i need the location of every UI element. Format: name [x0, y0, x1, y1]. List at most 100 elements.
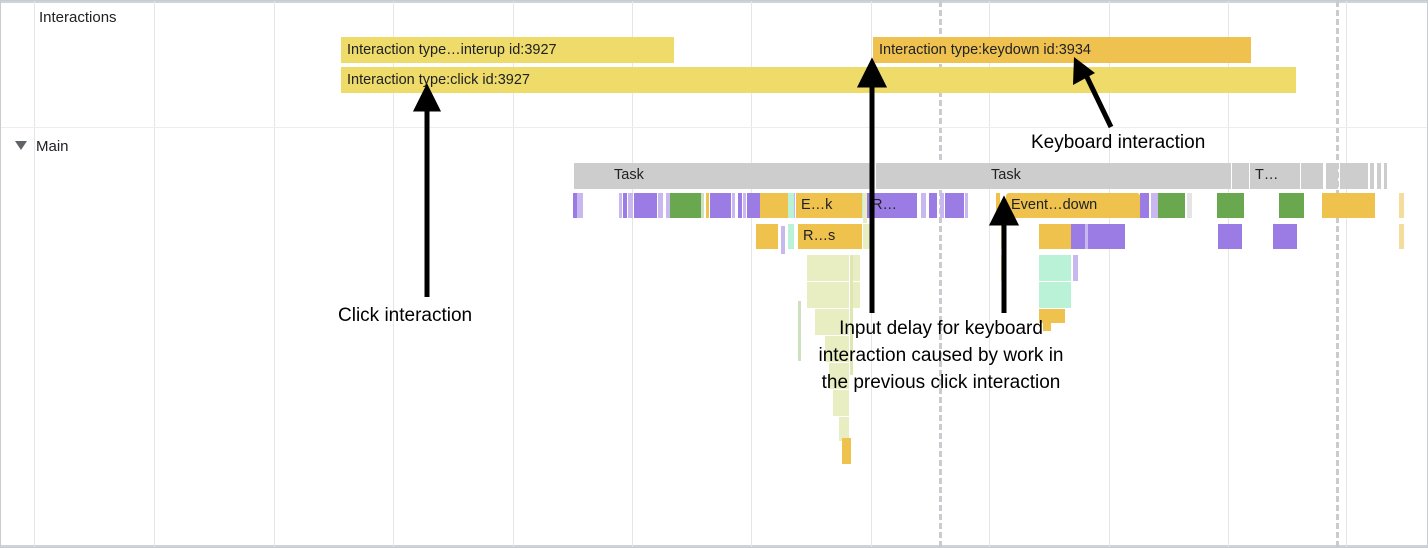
flame-box[interactable] [1377, 163, 1381, 189]
flame-event-k[interactable]: E…k [796, 193, 858, 218]
flame-box[interactable] [807, 255, 849, 281]
flame-box[interactable] [1039, 282, 1071, 308]
flame-box[interactable] [788, 193, 794, 218]
flame-box[interactable] [1340, 163, 1368, 189]
flame-box[interactable] [1279, 193, 1304, 218]
interaction-bar-click[interactable]: Interaction type:click id:3927 [341, 67, 1296, 93]
flame-box[interactable] [1001, 255, 1005, 281]
flame-box[interactable] [825, 336, 849, 362]
flame-box[interactable] [876, 163, 938, 189]
flame-box[interactable] [1370, 163, 1374, 189]
flame-box[interactable] [577, 193, 583, 218]
track-label-main[interactable]: Main [36, 138, 69, 155]
flame-box[interactable] [842, 438, 851, 464]
flame-box[interactable] [1151, 193, 1158, 218]
interaction-bar-keydown[interactable]: Interaction type:keydown id:3934 [873, 37, 1251, 63]
playhead-marker[interactable] [939, 1, 942, 547]
flame-box[interactable] [1001, 224, 1006, 249]
flame-event-down[interactable]: Event…down [1006, 193, 1140, 218]
gridline-vertical [34, 1, 35, 547]
flame-box[interactable] [1326, 163, 1338, 189]
flame-box[interactable] [850, 255, 853, 375]
panel-bottom-border [1, 545, 1427, 547]
flame-box[interactable] [781, 226, 785, 254]
flame-box[interactable] [1217, 193, 1244, 218]
flame-box[interactable] [965, 193, 968, 218]
flame-box[interactable] [1406, 163, 1411, 189]
flame-box[interactable] [1043, 323, 1051, 331]
flame-box[interactable] [1140, 193, 1149, 218]
flame-box[interactable] [701, 193, 704, 218]
track-label-interactions[interactable]: Interactions [39, 9, 117, 26]
flame-box[interactable] [666, 193, 670, 218]
flame-box[interactable] [628, 193, 633, 218]
arrow-click-interaction [412, 83, 442, 297]
flame-box[interactable] [815, 309, 849, 335]
flame-box[interactable] [1103, 224, 1125, 249]
flame-run-s[interactable]: R…s [798, 224, 856, 249]
flame-box[interactable] [833, 390, 849, 416]
flame-box[interactable] [1232, 163, 1249, 189]
flame-box[interactable] [921, 193, 926, 218]
interaction-bar-pointerinterup[interactable]: Interaction type…interup id:3927 [341, 37, 674, 63]
flame-box[interactable] [788, 224, 794, 249]
flame-box[interactable] [1322, 193, 1345, 218]
flame-box[interactable] [623, 193, 627, 218]
flame-box[interactable] [1158, 193, 1185, 218]
flame-box[interactable] [940, 193, 944, 218]
track-divider [1, 127, 1427, 128]
playhead-marker[interactable] [1336, 1, 1339, 547]
flame-box[interactable] [1039, 224, 1071, 249]
flame-box[interactable] [619, 193, 622, 218]
flame-box[interactable] [573, 193, 577, 218]
flame-box[interactable] [1301, 163, 1323, 189]
flame-box[interactable] [1039, 255, 1071, 281]
flame-box[interactable] [938, 163, 986, 189]
flame-box[interactable] [853, 255, 860, 281]
flame-task-3[interactable]: T… [1250, 163, 1300, 189]
flame-box[interactable] [1218, 224, 1242, 249]
flame-box[interactable] [911, 193, 917, 218]
flame-box[interactable] [756, 224, 778, 249]
flame-box[interactable] [732, 193, 735, 218]
flame-box[interactable] [856, 224, 862, 249]
flame-box[interactable] [1039, 309, 1065, 323]
flame-box[interactable] [1413, 163, 1417, 189]
flame-box[interactable] [738, 193, 742, 218]
flame-box[interactable] [1384, 163, 1387, 189]
flame-box[interactable] [839, 417, 849, 441]
flame-box[interactable] [807, 282, 849, 308]
flame-box[interactable] [1073, 255, 1078, 281]
flame-box[interactable] [743, 193, 746, 218]
flame-box[interactable] [945, 193, 964, 218]
flame-box[interactable] [658, 193, 663, 218]
flame-label: R…s [803, 228, 836, 244]
flame-box[interactable] [1085, 224, 1088, 249]
flame-box[interactable] [996, 193, 1000, 218]
gridline-vertical [393, 1, 394, 547]
flame-box[interactable] [710, 193, 731, 218]
flame-run-dots[interactable]: R… [867, 193, 911, 218]
flame-box[interactable] [929, 193, 937, 218]
gridline-vertical [751, 1, 752, 547]
flame-box[interactable] [798, 301, 801, 361]
flame-task-1[interactable]: Task [609, 163, 874, 189]
flame-box[interactable] [863, 224, 871, 249]
flame-label: R… [872, 197, 897, 213]
flame-box[interactable] [747, 193, 760, 218]
flame-task-2[interactable]: Task [986, 163, 1231, 189]
flame-box[interactable] [670, 193, 701, 218]
flame-box[interactable] [829, 363, 849, 389]
flame-box[interactable] [1345, 193, 1375, 218]
triangle-down-icon[interactable] [15, 141, 27, 150]
flame-box[interactable] [706, 193, 709, 218]
flame-box[interactable] [1399, 224, 1404, 249]
flame-box[interactable] [634, 193, 657, 218]
flame-box[interactable] [760, 193, 793, 218]
flame-box[interactable] [574, 163, 609, 189]
flame-box[interactable] [1399, 193, 1404, 218]
flame-box[interactable] [853, 282, 860, 308]
flame-box[interactable] [1187, 193, 1192, 218]
flame-box[interactable] [1273, 224, 1297, 249]
